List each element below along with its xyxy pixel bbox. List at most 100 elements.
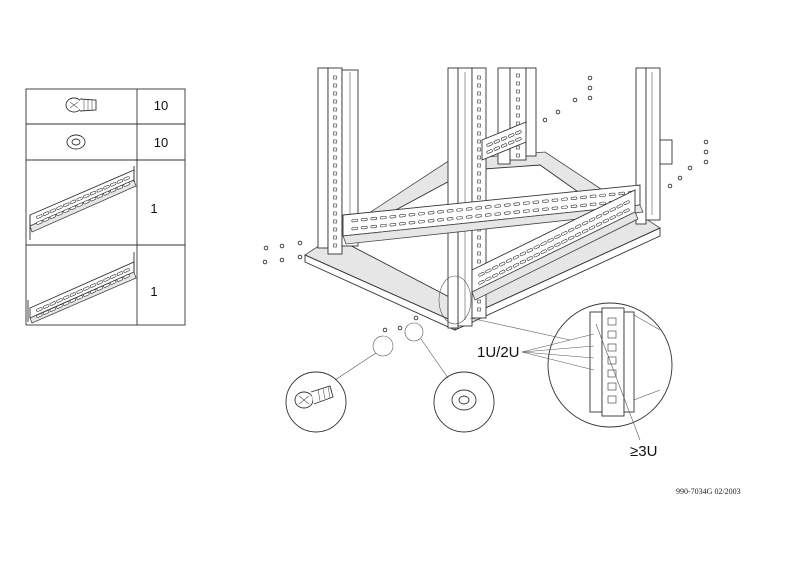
rail-slot xyxy=(418,220,425,224)
rail-slot xyxy=(83,193,90,199)
rail-slot xyxy=(515,130,522,135)
mounting-hole xyxy=(477,155,481,160)
rail-slot xyxy=(505,266,513,271)
mounting-hole xyxy=(477,243,481,248)
rail-slot xyxy=(380,223,387,228)
rail-slot xyxy=(485,276,492,282)
mounting-hole xyxy=(607,317,617,326)
rail-slot xyxy=(63,295,70,300)
mounting-hole xyxy=(333,171,337,176)
rail-slot xyxy=(42,217,50,222)
rail-slot xyxy=(116,277,124,282)
detail-washer xyxy=(404,322,495,433)
rail-slot xyxy=(542,207,549,211)
front-left-post xyxy=(317,67,359,255)
rail-slot xyxy=(551,198,559,202)
rail-slot xyxy=(456,216,463,220)
rail-slot xyxy=(89,196,97,202)
rail-slot xyxy=(103,277,110,282)
rail-slot xyxy=(492,273,499,278)
mounting-hole xyxy=(333,227,337,232)
mounting-hole xyxy=(477,107,481,112)
parts-table-border xyxy=(25,88,186,326)
screw-marker xyxy=(572,97,578,103)
rail-slot xyxy=(561,205,568,209)
rail-slot xyxy=(519,251,527,257)
rail-slot xyxy=(505,258,513,263)
rail-slot xyxy=(69,199,77,205)
rail-slot xyxy=(575,224,582,229)
callout-1u-2u: 1U/2U xyxy=(477,344,520,361)
rail-slot xyxy=(599,193,606,198)
mounting-hole xyxy=(607,382,617,391)
rail-slot xyxy=(56,304,63,309)
rail-slot xyxy=(361,217,368,222)
rail-slot xyxy=(399,214,406,218)
rail-slot xyxy=(523,209,530,213)
mounting-hole xyxy=(477,195,481,200)
rail-slot xyxy=(595,222,603,227)
rail-slot xyxy=(580,203,587,207)
mounting-hole xyxy=(516,73,520,78)
mounting-hole xyxy=(607,395,617,404)
rail-slot xyxy=(76,202,83,208)
rail-slot xyxy=(478,279,485,285)
rail-slot xyxy=(123,176,130,181)
rail-slot xyxy=(623,208,630,214)
rail-slot xyxy=(116,185,124,190)
rail-slot xyxy=(76,196,83,202)
mounting-hole xyxy=(333,163,337,168)
rail-slot xyxy=(42,211,50,216)
rail-icon xyxy=(29,166,137,240)
screw-marker xyxy=(587,85,593,91)
rail-slot xyxy=(96,187,103,193)
rail-slot xyxy=(96,286,103,291)
rail-slot xyxy=(89,283,97,288)
mounting-hole xyxy=(333,123,337,128)
mounting-hole xyxy=(333,219,337,224)
screw-marker xyxy=(587,75,593,81)
rail-slot xyxy=(110,182,117,187)
mounting-hole xyxy=(333,187,337,192)
mounting-hole xyxy=(607,343,617,352)
screw-marker xyxy=(382,327,388,333)
mounting-hole xyxy=(516,97,520,102)
rail-slot xyxy=(551,206,559,210)
detail-rack-units xyxy=(438,275,673,428)
rail-slot xyxy=(484,213,492,217)
rail-slot xyxy=(492,265,499,270)
rail-slot xyxy=(437,218,444,222)
screw-marker xyxy=(687,165,693,171)
rail-slot xyxy=(513,202,521,206)
rail-slot xyxy=(96,193,103,199)
screw-marker xyxy=(542,117,548,123)
screw-marker xyxy=(297,254,303,260)
rail-slot xyxy=(494,212,502,216)
rail-slot xyxy=(542,199,549,203)
washer-icon xyxy=(451,389,477,411)
rail-slot xyxy=(408,221,416,225)
rail-slot xyxy=(110,274,117,279)
rail-slot xyxy=(83,286,90,291)
screw-marker xyxy=(263,245,269,251)
rail-slot xyxy=(568,227,575,233)
rail-slot xyxy=(494,204,502,208)
screw-markers xyxy=(262,75,709,333)
mounting-hole xyxy=(516,105,520,110)
rail-slot xyxy=(504,203,511,207)
screw-marker xyxy=(703,139,709,145)
rail-slot xyxy=(89,190,97,196)
screw-marker xyxy=(587,95,593,101)
rail-slot xyxy=(623,200,630,206)
rail-slot xyxy=(56,298,63,303)
mounting-hole xyxy=(477,115,481,120)
rail-slot xyxy=(116,179,124,184)
mounting-hole xyxy=(477,163,481,168)
rail-slot xyxy=(580,195,587,199)
mounting-hole xyxy=(333,83,337,88)
rail-slot xyxy=(515,137,522,142)
installed-rail-right xyxy=(471,189,639,301)
rail-slot xyxy=(63,301,70,306)
mounting-hole xyxy=(333,131,337,136)
rail-slot xyxy=(570,196,578,200)
